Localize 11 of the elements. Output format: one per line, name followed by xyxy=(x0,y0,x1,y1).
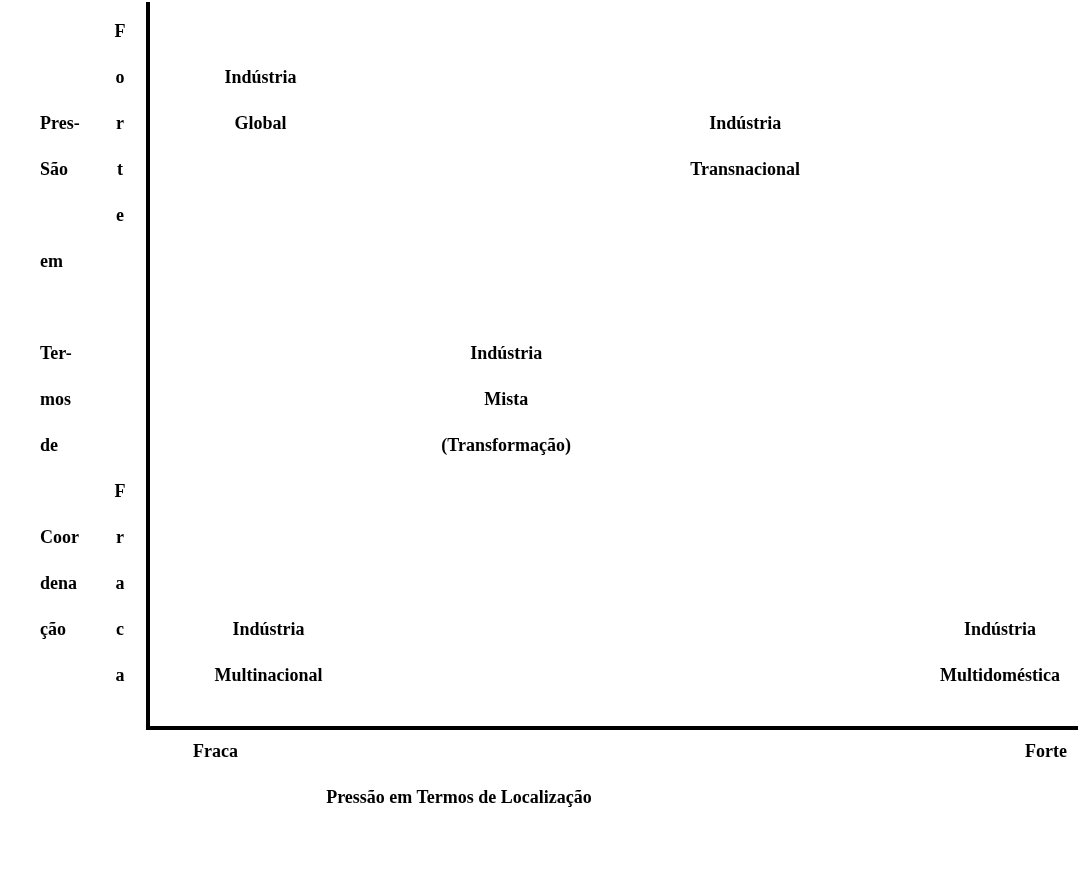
quadrant-label: Indústria Multidoméstica xyxy=(939,618,1061,687)
axis-end-label: Forte xyxy=(1025,740,1067,763)
axis-end-label: Forte xyxy=(114,20,126,227)
axis-title: Pres- São em Ter- mos de Coor dena ção xyxy=(40,112,81,641)
quadrant-label: Indústria Global xyxy=(223,66,298,135)
axis-end-label: Fraca xyxy=(193,740,238,763)
quadrant-label: Indústria Mista (Transformação) xyxy=(440,342,572,457)
quadrant-label: Indústria Multinacional xyxy=(213,618,324,687)
axis-end-label: Fraca xyxy=(114,480,126,687)
quadrant-label: Indústria Transnacional xyxy=(689,112,801,181)
axis-title: Pressão em Termos de Localização xyxy=(326,786,592,809)
